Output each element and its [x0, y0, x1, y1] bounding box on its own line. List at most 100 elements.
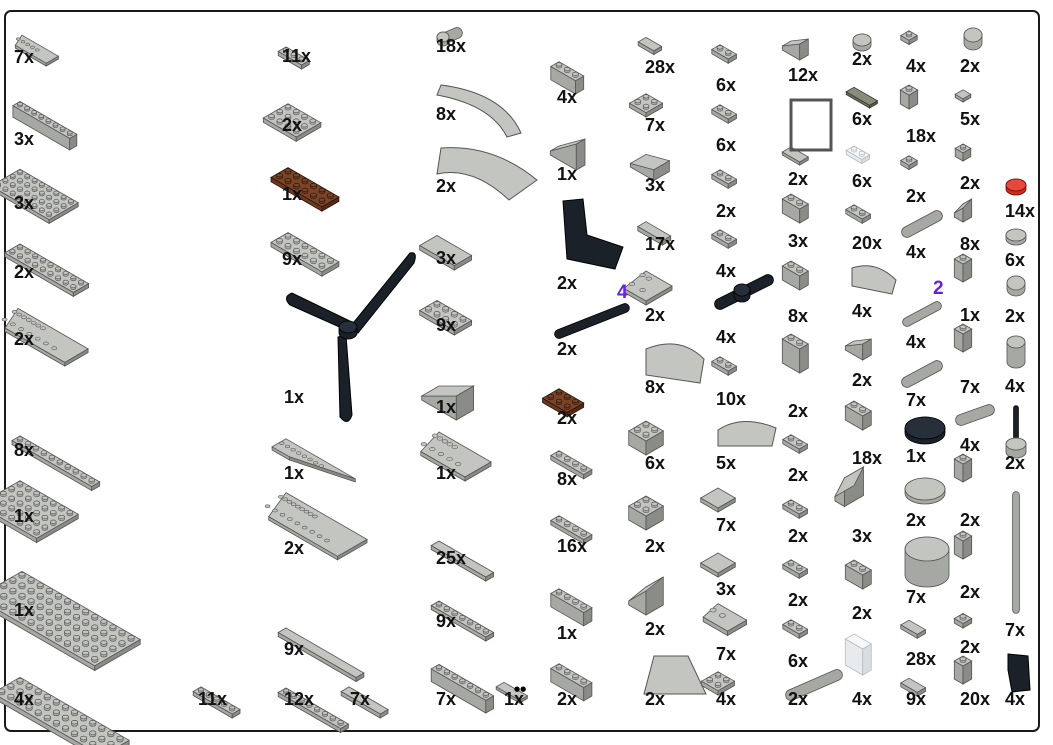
plate-2x3-icon [541, 388, 585, 418]
part-quantity: 7x [716, 515, 737, 535]
part-tile-1x6 [430, 505, 553, 582]
plate-2x6-icon [270, 232, 340, 277]
part-plate-1x4-rounded [550, 425, 643, 480]
part-quantity: 6x [716, 135, 737, 155]
part-quantity: 14x [1005, 201, 1036, 221]
plate-1x1-clip-icon [900, 30, 918, 46]
part-quantity: 2x [788, 689, 809, 709]
curved-slope-2x2-icon [645, 343, 705, 384]
part-wedge-plate-4x6 [420, 430, 553, 500]
tile-round-2x2-icon [904, 416, 946, 445]
part-quantity: 7x [350, 689, 371, 709]
bush-icon [963, 27, 983, 51]
inventory-frame [4, 10, 1040, 732]
part-quantity: 7x [906, 390, 927, 410]
part-technic-bush [1002, 330, 1032, 370]
plate-1x2-rail-icon [711, 104, 738, 124]
panel-1x2x2-clear-icon [844, 633, 873, 676]
part-plate-1x2-ring [782, 610, 845, 650]
curved-slope-2x1-icon [717, 421, 777, 447]
part-quantity: 8x [645, 377, 666, 397]
brick-2x2-icon [627, 495, 665, 531]
part-quantity: 4x [852, 689, 873, 709]
part-plate-4x4 [262, 80, 390, 142]
plate-1x4-rounded-icon [550, 450, 593, 480]
printed-tile-1x2-icon: ●● [495, 681, 529, 704]
part-wedge-plate-3x12 [271, 430, 435, 490]
part-quantity: 2x [788, 401, 809, 421]
part-quantity: 3x [716, 579, 737, 599]
part-plate-4x8 [0, 145, 167, 225]
wedge-plate-4x6-icon [420, 431, 492, 482]
plate-1x2-icon [845, 204, 872, 224]
part-tile-round-2x2 [903, 475, 948, 505]
tile-1x4-icon [340, 686, 389, 719]
part-plate-1x8 [277, 630, 430, 734]
part-tile-1x8 [277, 570, 430, 683]
part-quantity: 2x [960, 582, 981, 602]
part-plate-2x6 [270, 130, 420, 212]
propeller-3-blade-icon [286, 252, 416, 422]
brick-1x1-stud-side-icon [899, 84, 919, 110]
brick-1x1-headlight-icon [953, 323, 973, 353]
part-hinge-plate [629, 140, 710, 182]
part-slope-1x3 [549, 110, 628, 171]
svg-text:●●: ●● [514, 685, 526, 693]
part-quantity: 3x [436, 248, 457, 268]
tile-grille-icon [845, 86, 879, 109]
part-tile-grille [845, 80, 908, 110]
part-plate-1x2-handle [782, 490, 845, 530]
part-tile-2x2 [699, 470, 782, 520]
part-quantity: 4x [716, 689, 737, 709]
plate-1x2-clips-v-icon [711, 169, 738, 189]
plate-1x4-icon [550, 515, 593, 545]
plate-2x4-icon [418, 300, 473, 336]
part-quantity: 2x [284, 538, 305, 558]
part-plate-1x2 [845, 195, 903, 230]
part-quantity: 8x [960, 234, 981, 254]
pin-3l-icon [901, 360, 943, 388]
part-quantity: 2x [788, 465, 809, 485]
part-quantity: 2x [960, 56, 981, 76]
pin-1-2-icon [436, 27, 463, 47]
part-quantity: 7x [906, 587, 927, 607]
part-tile-1x4 [340, 655, 430, 719]
part-axle-6 [553, 300, 633, 345]
part-plate-1x2-clip-h [782, 425, 845, 465]
part-panel-1x2x2 [781, 90, 845, 170]
wedge-plate-3x12-icon [271, 438, 356, 483]
plate-1x10-icon [11, 435, 101, 492]
part-quantity: 9x [284, 639, 305, 659]
part-plate-1x6 [430, 565, 553, 642]
part-quantity: 2x [1005, 453, 1026, 473]
part-wedge-plate-6x12 [264, 490, 435, 570]
part-brick-1x3 [550, 35, 643, 100]
part-axle-connector [712, 270, 777, 325]
part-quantity: 6x [788, 651, 809, 671]
part-quantity: 7x [716, 644, 737, 664]
tile-1x3-icon [637, 221, 672, 246]
part-quantity: 2x [960, 173, 981, 193]
pin-long-icon [901, 210, 943, 238]
plate-2x6-icon [270, 167, 340, 212]
part-quantity: 16x [557, 536, 588, 556]
plate-2x2-jumper-icon [699, 552, 737, 578]
plate-6x8-icon [0, 480, 80, 544]
callout-c2: 2 [933, 278, 944, 299]
part-printed-tile-1x2: ●● [495, 675, 545, 704]
tile-round-1x1-icon [1005, 228, 1027, 246]
part-plate-1x2-rounded [711, 345, 782, 385]
seat-icon [562, 198, 624, 270]
part-plate-1x3 [277, 25, 340, 70]
plate-2x8-icon [4, 243, 90, 298]
wedge-plate-6x12-icon [264, 492, 368, 561]
part-quantity: 4x [1005, 376, 1026, 396]
slope-2x2-icon [628, 576, 664, 616]
part-quantity: 1x [284, 463, 305, 483]
part-axle-3 [902, 300, 943, 330]
slope-1x3-icon [549, 138, 586, 171]
part-plate-6x8 [0, 455, 202, 545]
part-plate-1x2-bar [782, 550, 845, 590]
part-pin-long [901, 210, 943, 240]
part-brick-round-1x1 [953, 453, 992, 500]
